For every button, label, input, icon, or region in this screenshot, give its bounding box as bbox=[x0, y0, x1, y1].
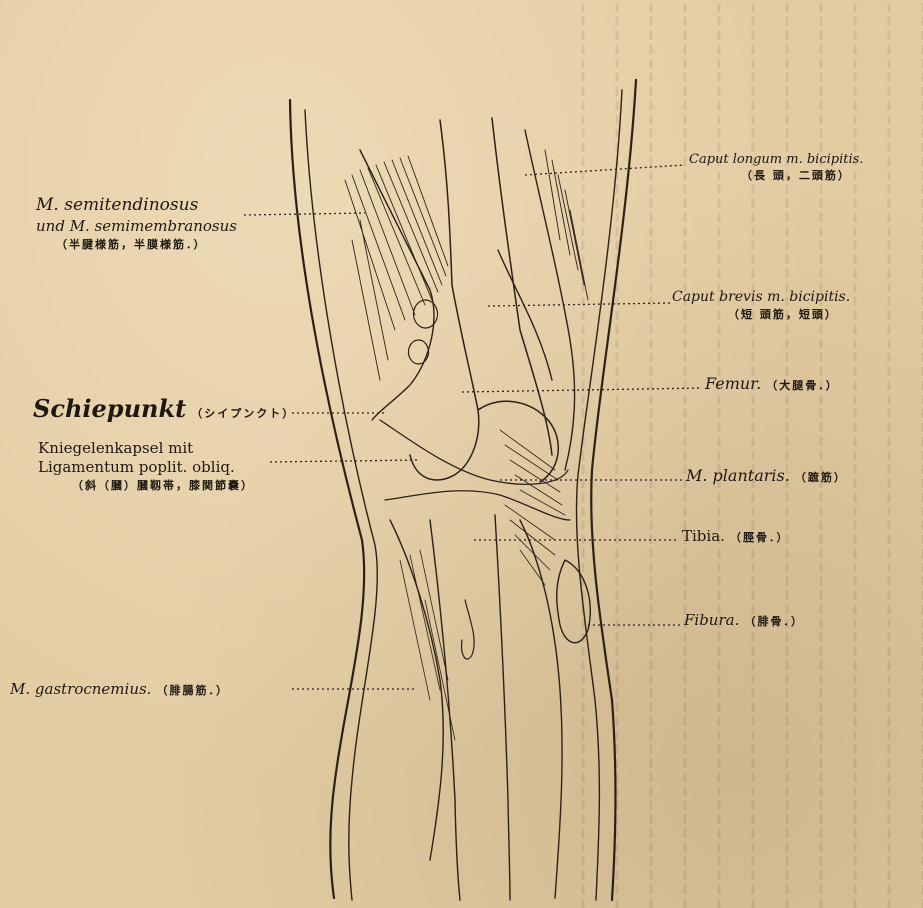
label-gastrocnemius: M. gastrocnemius. （腓腸筋．） bbox=[10, 681, 229, 698]
fibula bbox=[557, 560, 591, 643]
knee-capsule bbox=[380, 420, 570, 520]
label-plantaris: M. plantaris. （蹠筋） bbox=[686, 468, 847, 485]
label-caput-brevis-jp: （短 頭筋，短頭） bbox=[728, 309, 850, 321]
label-semitendinosus-line2: und M. semimembranosus bbox=[36, 219, 237, 235]
gastrocnemius-medial bbox=[390, 520, 443, 860]
label-tibia-main: Tibia. bbox=[682, 527, 725, 545]
label-gastrocnemius-jp: （腓腸筋．） bbox=[157, 684, 230, 697]
label-plantaris-main: M. plantaris. bbox=[686, 466, 790, 485]
label-semitendinosus-jp: （半腱様筋，半膜様筋．） bbox=[56, 239, 237, 251]
label-schiepunkt-jp: （シイプンクト） bbox=[191, 407, 295, 420]
label-caput-longum-jp: （長 頭，二頭筋） bbox=[741, 170, 863, 182]
label-kapsel-line2: Ligamentum poplit. obliq. bbox=[38, 460, 254, 476]
label-kapsel-jp: （斜（膕）膕靱帯，膝関節嚢） bbox=[72, 480, 254, 492]
plantaris-tendon bbox=[462, 600, 475, 659]
label-fibura-main: Fibura. bbox=[684, 611, 739, 629]
label-schiepunkt: Schiepunkt （シイプンクト） bbox=[33, 396, 295, 421]
leader-lines bbox=[244, 165, 702, 689]
femur-shaft bbox=[440, 118, 552, 455]
label-semitendinosus: M. semitendinosus und M. semimembranosus… bbox=[36, 197, 237, 250]
label-kapsel: Kniegelenkapsel mit Ligamentum poplit. o… bbox=[38, 441, 254, 491]
left-leg-contour bbox=[290, 100, 364, 898]
gastrocnemius-hatching bbox=[400, 550, 455, 740]
label-femur-jp: （大腿骨．） bbox=[766, 379, 839, 392]
label-kapsel-line1: Kniegelenkapsel mit bbox=[38, 441, 254, 457]
label-semitendinosus-line1: M. semitendinosus bbox=[36, 197, 237, 215]
label-tibia: Tibia. （脛骨．） bbox=[682, 528, 790, 545]
label-gastrocnemius-main: M. gastrocnemius. bbox=[10, 680, 151, 698]
label-caput-brevis: Caput brevis m. bicipitis. （短 頭筋，短頭） bbox=[672, 290, 850, 320]
gastrocnemius-lateral bbox=[520, 520, 562, 898]
label-caput-longum-main: Caput longum m. bicipitis. bbox=[689, 153, 863, 167]
label-femur-main: Femur. bbox=[705, 374, 761, 393]
label-plantaris-jp: （蹠筋） bbox=[795, 471, 847, 484]
label-caput-longum: Caput longum m. bicipitis. （長 頭，二頭筋） bbox=[689, 153, 863, 181]
semitendinosus-hatching bbox=[345, 156, 448, 380]
left-leg-inner-contour bbox=[305, 110, 377, 900]
label-femur: Femur. （大腿骨．） bbox=[705, 376, 839, 393]
label-tibia-jp: （脛骨．） bbox=[730, 531, 790, 544]
semitendinosus-muscle bbox=[360, 150, 434, 420]
label-fibura: Fibura. （腓骨．） bbox=[684, 612, 804, 629]
biceps-short-head bbox=[498, 250, 552, 380]
label-caput-brevis-main: Caput brevis m. bicipitis. bbox=[672, 290, 850, 305]
label-schiepunkt-main: Schiepunkt bbox=[33, 394, 186, 423]
label-fibura-jp: （腓骨．） bbox=[744, 615, 804, 628]
